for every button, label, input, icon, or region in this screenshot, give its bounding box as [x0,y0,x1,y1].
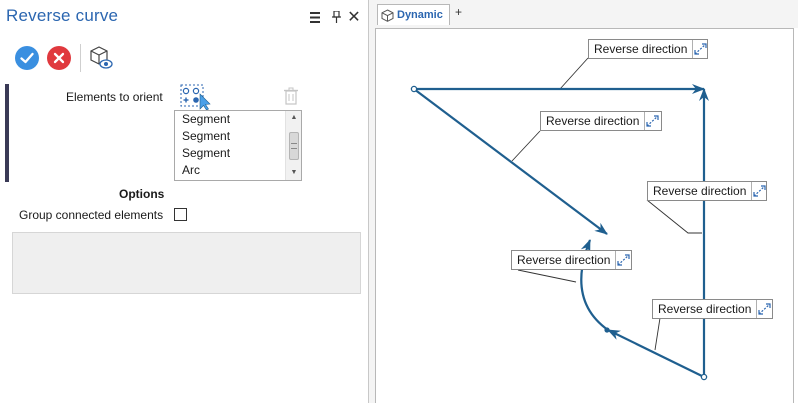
reverse-direction-label[interactable]: Reverse direction [540,111,662,131]
preview-button[interactable] [88,44,114,72]
scroll-up-icon[interactable]: ▲ [290,114,298,121]
close-icon[interactable]: ✕ [347,9,361,26]
view-tab-bar: Dynamic + [369,0,798,28]
info-area [12,232,361,294]
reverse-direction-label[interactable]: Reverse direction [652,299,773,319]
reverse-direction-text: Reverse direction [658,302,752,316]
toolbar-divider [80,44,81,72]
menu-icon[interactable] [307,9,323,25]
reverse-direction-text: Reverse direction [594,42,688,56]
add-tab-button[interactable]: + [455,5,463,19]
reverse-direction-label[interactable]: Reverse direction [511,250,632,270]
list-item[interactable]: Segment [182,129,231,143]
reverse-direction-label[interactable]: Reverse direction [588,39,708,59]
reverse-direction-text: Reverse direction [517,253,611,267]
reverse-direction-text: Reverse direction [546,114,640,128]
ok-button[interactable] [15,46,39,70]
cube-icon [381,8,394,22]
cube-eye-icon [90,46,113,69]
list-item[interactable]: Arc [182,163,200,177]
pin-icon[interactable] [328,9,344,25]
grip-icon [291,143,297,149]
panel-title: Reverse curve [6,6,119,25]
reverse-arrow-icon[interactable] [615,251,632,269]
group-connected-label: Group connected elements [19,208,164,222]
elements-to-orient-label: Elements to orient [66,90,163,104]
view-border [369,28,375,403]
reverse-arrow-icon[interactable] [751,182,768,200]
reverse-direction-label[interactable]: Reverse direction [647,181,767,201]
check-icon [20,52,34,64]
elements-list-items: Segment Segment Segment Arc [175,111,285,180]
tab-dynamic-label: Dynamic [397,9,443,21]
elements-list[interactable]: Segment Segment Segment Arc ▲ ▼ [174,110,302,181]
list-item[interactable]: Segment [182,112,231,126]
reverse-direction-text: Reverse direction [653,184,747,198]
scroll-thumb[interactable] [289,132,299,160]
x-icon [53,52,65,64]
scroll-down-icon[interactable]: ▼ [290,169,298,176]
options-heading: Options [119,187,165,201]
group-connected-checkbox[interactable] [174,208,187,221]
reverse-arrow-icon[interactable] [644,112,661,130]
drawing-viewport[interactable] [375,28,794,403]
reverse-arrow-icon[interactable] [756,300,773,318]
list-scrollbar[interactable]: ▲ ▼ [285,111,301,180]
pick-elements-button[interactable] [180,84,214,111]
reverse-curve-panel: Reverse curve ✕ Elements to orient [0,0,369,403]
selection-indicator [5,84,9,182]
tab-dynamic[interactable]: Dynamic [377,4,450,25]
reverse-arrow-icon[interactable] [692,40,709,58]
delete-icon[interactable] [283,87,299,105]
cancel-button[interactable] [47,46,71,70]
list-item[interactable]: Segment [182,146,231,160]
select-elements-icon [180,84,211,111]
